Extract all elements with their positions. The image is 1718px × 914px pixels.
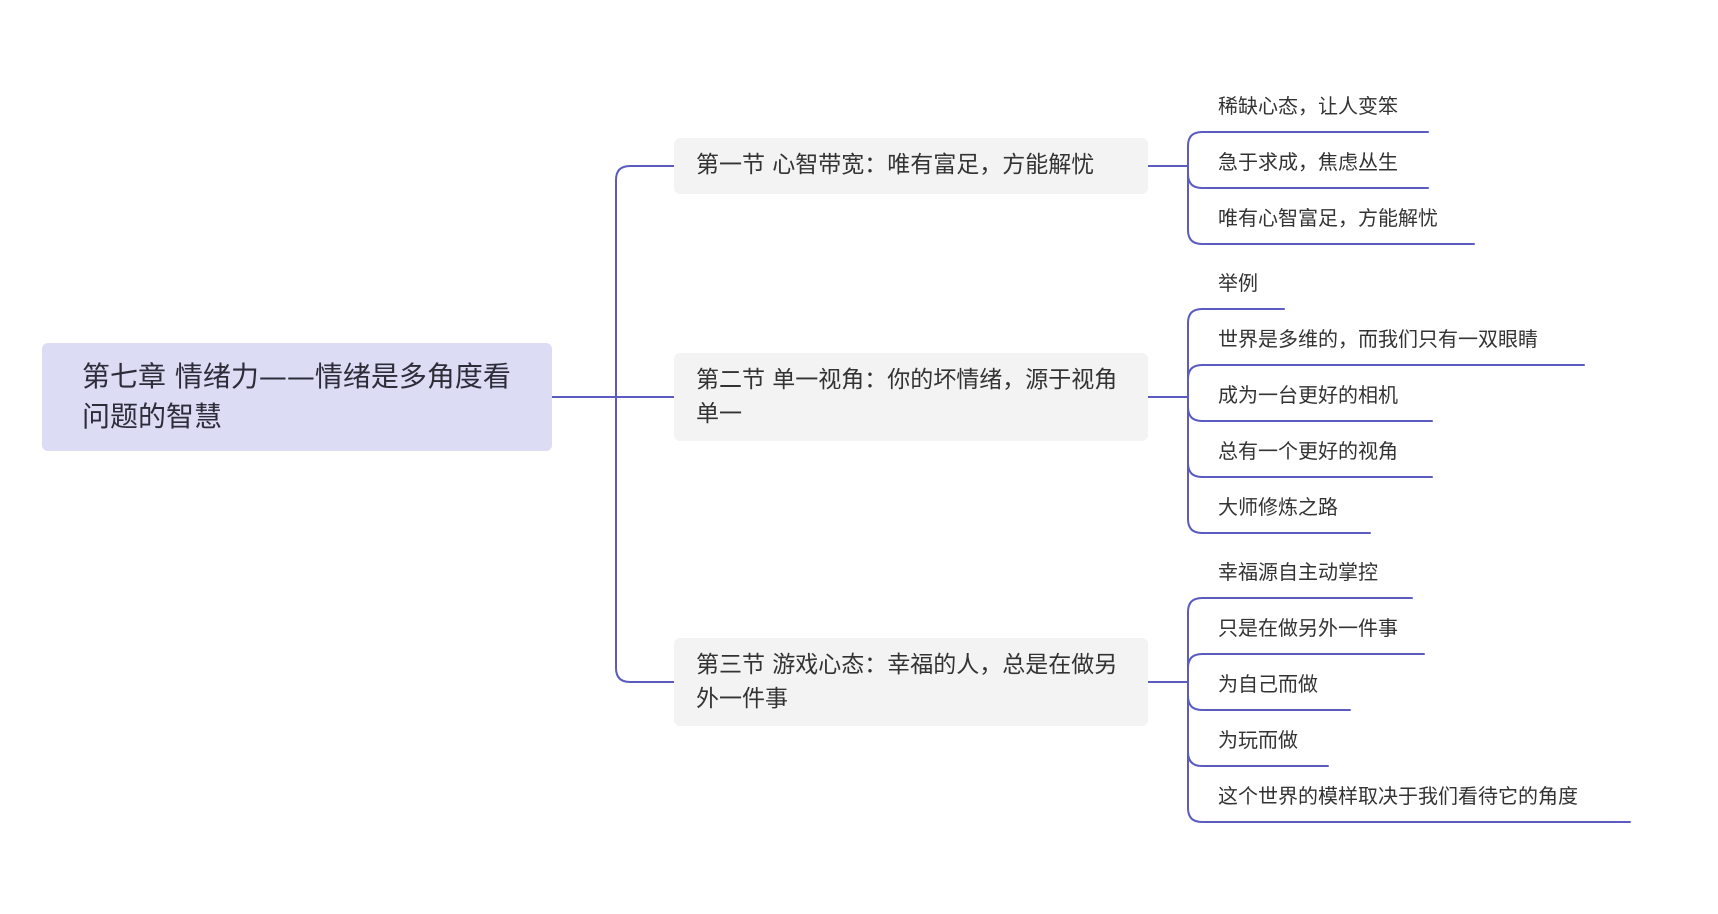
section-node-1[interactable]: 第一节 心智带宽：唯有富足，方能解忧 [674,138,1148,194]
leaf-node[interactable]: 大师修炼之路 [1218,495,1338,519]
connector-leaf-branch [1187,597,1413,683]
connector-root-branches [615,165,675,683]
section-label: 第二节 单一视角：你的坏情绪，源于视角单一 [696,367,1118,427]
leaf-node[interactable]: 唯有心智富足，方能解忧 [1218,206,1438,230]
leaf-node[interactable]: 只是在做另外一件事 [1218,616,1398,640]
section-node-3[interactable]: 第三节 游戏心态：幸福的人，总是在做另外一件事 [674,638,1148,726]
root-node[interactable]: 第七章 情绪力——情绪是多角度看问题的智慧 [42,343,552,451]
connector-leaf-branch [1187,165,1475,245]
connector-leaf-branch [1187,364,1585,398]
section-label: 第一节 心智带宽：唯有富足，方能解忧 [696,152,1095,178]
section-label: 第三节 游戏心态：幸福的人，总是在做另外一件事 [696,652,1118,712]
section-node-2[interactable]: 第二节 单一视角：你的坏情绪，源于视角单一 [674,353,1148,441]
leaf-node[interactable]: 稀缺心态，让人变笨 [1218,94,1398,118]
leaf-node[interactable]: 急于求成，焦虑丛生 [1218,150,1398,174]
leaf-node[interactable]: 这个世界的模样取决于我们看待它的角度 [1218,784,1578,808]
leaf-node[interactable]: 为自己而做 [1218,672,1318,696]
leaf-node[interactable]: 世界是多维的，而我们只有一双眼睛 [1218,327,1538,351]
leaf-node[interactable]: 举例 [1218,271,1258,295]
connector-leaf-branch [1187,653,1425,683]
leaf-node[interactable]: 成为一台更好的相机 [1218,383,1398,407]
connector-leaf-branch [1187,131,1429,167]
connector-leaf-branch [1187,308,1285,398]
leaf-node[interactable]: 总有一个更好的视角 [1218,439,1398,463]
connector-leaf-branch [1187,681,1631,823]
leaf-node[interactable]: 为玩而做 [1218,728,1298,752]
leaf-node[interactable]: 幸福源自主动掌控 [1218,560,1378,584]
root-label: 第七章 情绪力——情绪是多角度看问题的智慧 [82,360,511,433]
connector-leaf-branch [1187,396,1371,534]
